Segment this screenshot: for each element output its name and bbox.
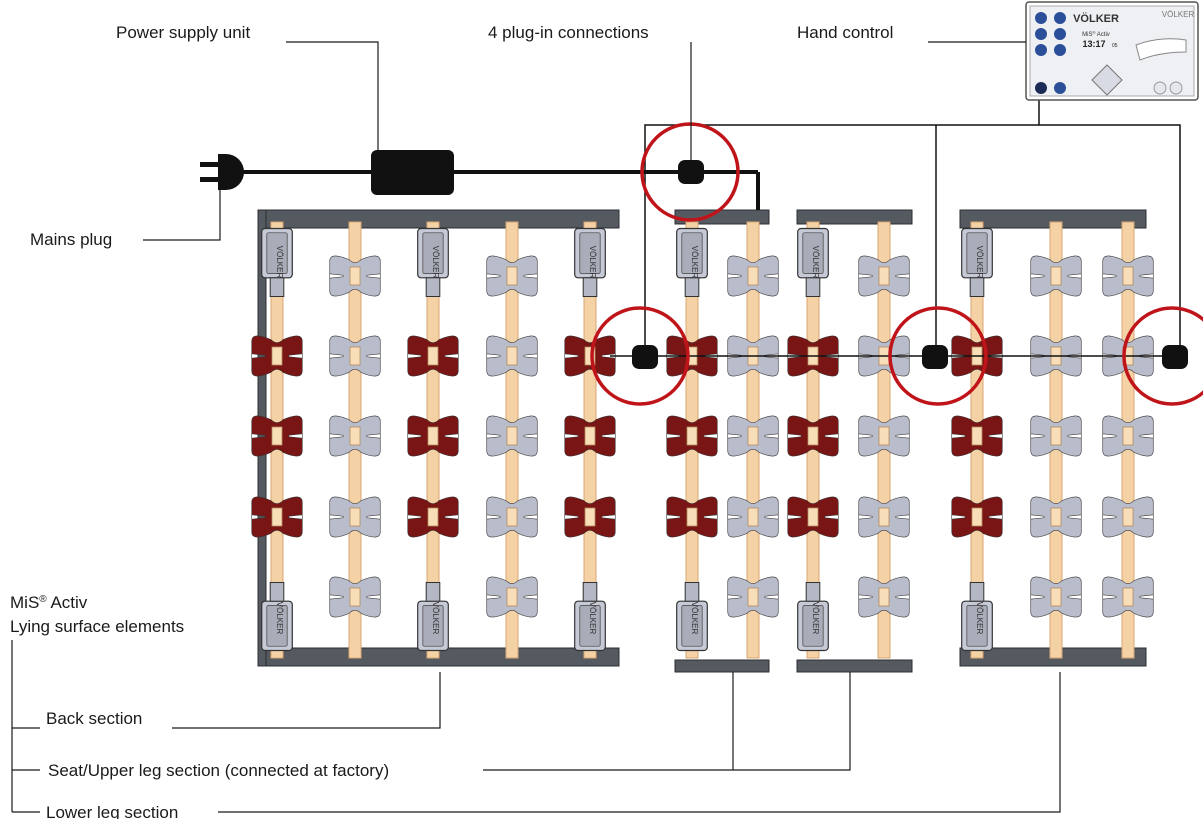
leader-mains-plug <box>143 190 221 241</box>
remote-time: 13:17 <box>1082 39 1105 49</box>
direction-pad-icon <box>1091 64 1123 96</box>
element-column-grey <box>858 221 910 659</box>
svg-text:MiS® Activ: MiS® Activ <box>1082 30 1110 38</box>
motor-brand-bottom: VÖLKER <box>811 602 820 635</box>
leader-lower-leg-section <box>218 672 1061 813</box>
motor-brand-top: VÖLKER <box>975 246 984 279</box>
motor-brand-top: VÖLKER <box>690 246 699 279</box>
remote-button-icon <box>1153 81 1167 95</box>
element-column-red: VÖLKER VÖLKER <box>787 221 839 659</box>
element-column-grey <box>727 221 779 659</box>
element-column-grey <box>329 221 381 659</box>
highlight-ring-lower-leg <box>1122 306 1203 406</box>
remote-time-seconds: 05 <box>1112 43 1118 49</box>
hand-control-cables <box>610 100 1181 357</box>
plug-connector-back <box>632 345 658 369</box>
element-column-red: VÖLKER VÖLKER <box>951 221 1003 659</box>
label-plug-connections: 4 plug-in connections <box>488 23 649 42</box>
label-mis-activ: MiS® Activ <box>10 593 88 612</box>
upper-leg-section-frame <box>796 209 913 673</box>
remote-brand-small: VÖLKER <box>1162 10 1195 19</box>
lying-surface-elements: VÖLKERVÖLKERVÖLKERVÖLKERVÖLKERVÖLKERVÖLK… <box>251 221 1154 659</box>
power-cable <box>232 170 760 210</box>
label-back-section: Back section <box>46 709 142 728</box>
element-column-grey <box>486 221 538 659</box>
remote-button-icon <box>1169 81 1183 95</box>
motor-brand-top: VÖLKER <box>431 246 440 279</box>
plug-connector-main <box>678 160 704 184</box>
motor-brand-bottom: VÖLKER <box>275 602 284 635</box>
mains-plug-icon <box>200 154 244 190</box>
label-seat-section: Seat/Upper leg section (connected at fac… <box>48 761 389 780</box>
leader-back-section <box>172 672 441 729</box>
label-lying-surface-elements: Lying surface elements <box>10 617 184 636</box>
label-lower-leg-section: Lower leg section <box>46 803 178 819</box>
element-column-red: VÖLKER VÖLKER <box>564 221 616 659</box>
motor-brand-bottom: VÖLKER <box>588 602 597 635</box>
leader-power-supply <box>286 41 379 150</box>
motor-brand-bottom: VÖLKER <box>975 602 984 635</box>
motor-brand-bottom: VÖLKER <box>431 602 440 635</box>
label-hand-control: Hand control <box>797 23 893 42</box>
element-column-grey <box>1102 221 1154 659</box>
element-column-red: VÖLKER VÖLKER <box>251 221 303 659</box>
motor-brand-top: VÖLKER <box>588 246 597 279</box>
remote-brand: VÖLKER <box>1073 12 1119 25</box>
element-column-grey <box>1030 221 1082 659</box>
plug-connector-lower-leg <box>1162 345 1188 369</box>
highlight-ring-legs <box>888 306 988 406</box>
highlight-ring-main <box>640 122 740 222</box>
label-mains-plug: Mains plug <box>30 230 112 249</box>
element-column-red: VÖLKER VÖLKER <box>666 221 718 659</box>
plug-connector-legs <box>922 345 948 369</box>
motor-brand-top: VÖLKER <box>811 246 820 279</box>
element-column-red: VÖLKER VÖLKER <box>407 221 459 659</box>
motor-brand-bottom: VÖLKER <box>690 602 699 635</box>
hand-control-device: VÖLKER VÖLKER MiS® Activ 13:17 05 <box>1025 1 1199 101</box>
highlight-ring-back <box>590 306 690 406</box>
leader-seat-section <box>483 672 734 771</box>
bed-icon <box>1135 38 1187 61</box>
power-supply-unit <box>371 150 454 195</box>
motor-brand-top: VÖLKER <box>275 246 284 279</box>
label-power-supply: Power supply unit <box>116 23 250 42</box>
remote-model: MiS <box>1082 32 1092 38</box>
